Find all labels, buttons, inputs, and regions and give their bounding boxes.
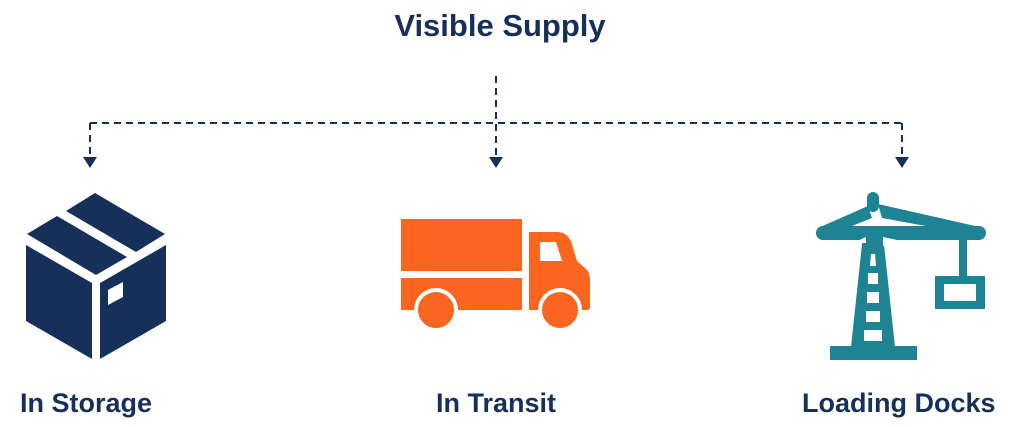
diagram-title: Visible Supply bbox=[394, 8, 606, 43]
arrow-down-icon bbox=[489, 157, 503, 168]
node-label-in-storage: In Storage bbox=[20, 388, 153, 418]
arrow-down-icon bbox=[83, 157, 97, 168]
node-label-in-transit: In Transit bbox=[436, 388, 557, 418]
node-label-loading-docks: Loading Docks bbox=[802, 388, 996, 418]
arrow-down-icon bbox=[895, 157, 909, 168]
